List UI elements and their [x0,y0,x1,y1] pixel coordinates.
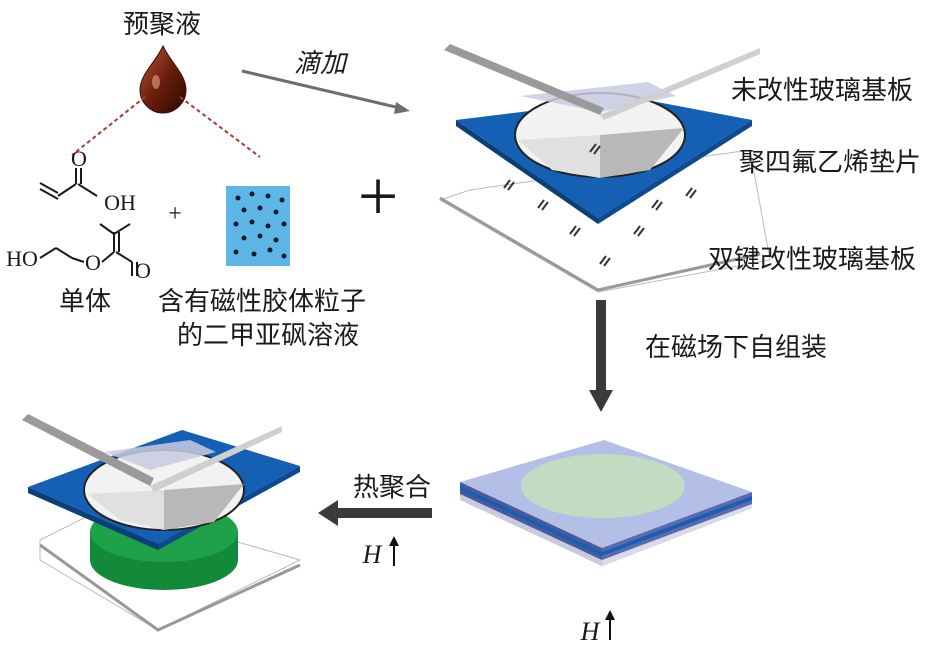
drip-arrow [241,69,410,114]
magnetic-field-arrow-middle [389,536,399,566]
thermal-polymerization-arrow [318,500,432,526]
drip-label: 滴加 [294,49,349,79]
colloid-particles [233,191,287,259]
acrylic-carbonyl-o: O [71,146,87,171]
hema-ho: HO [6,246,38,271]
mold-assembly-exploded [438,44,771,293]
hema-ester-o: O [85,250,101,275]
plus-sign-small: + [168,201,182,227]
monomer-label: 单体 [59,287,111,317]
magnetic-solution-label-line2: 的二甲亚砜溶液 [177,321,359,351]
acrylic-oh: OH [104,190,136,215]
hema-structure [39,223,138,276]
assembled-mold [460,440,752,566]
unmodified-glass-label: 未改性玻璃基板 [731,76,913,106]
magnetic-solution-label-line1: 含有磁性胶体粒子 [158,287,366,317]
double-bond-glass-label: 双键改性玻璃基板 [708,245,916,275]
ptfe-spacer-label: 聚四氟乙烯垫片 [739,148,921,178]
prepolymer-label: 预聚液 [123,10,201,40]
magnetic-field-arrow-right [605,610,615,640]
field-h-label-middle: H [362,540,383,569]
field-h-label-right: H [580,617,601,646]
acrylic-acid-structure [39,168,98,200]
self-assembly-arrow [589,300,613,412]
dashed-connector-lines [71,96,261,158]
plus-sign-large: + [358,156,399,236]
self-assembly-label: 在磁场下自组装 [645,333,827,363]
hema-carbonyl-o: O [135,258,151,283]
droplet-icon [139,44,187,114]
thermal-polymerization-label: 热聚合 [353,473,431,503]
polymerized-film-exploded [22,414,302,632]
